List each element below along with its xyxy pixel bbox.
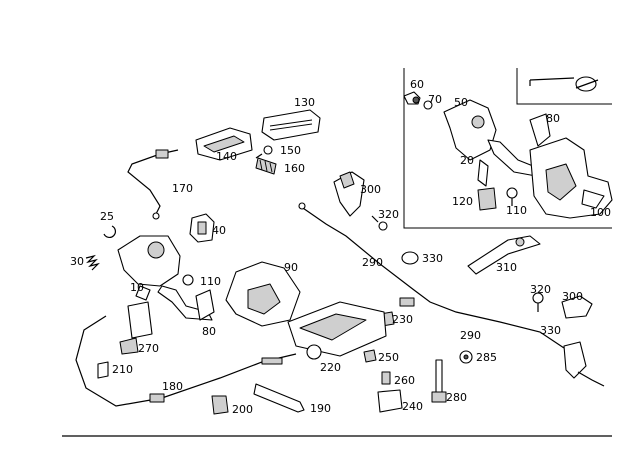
- part-30-spring: [85, 254, 100, 271]
- label-170: 170: [172, 182, 193, 195]
- part-25-clip: [103, 225, 116, 238]
- part-190-cable-tie: [253, 383, 305, 413]
- label-60: 60: [410, 78, 424, 91]
- part-labels: 130 140 150 160 170 25 40 30 110 10 80 9…: [70, 78, 611, 416]
- label-90: 90: [284, 261, 298, 274]
- inset-part-100-assembly: [529, 137, 613, 219]
- part-40-bracket: [189, 213, 215, 243]
- label-280: 280: [446, 391, 467, 404]
- part-210-clip: [97, 361, 109, 379]
- part-300-guide: [333, 171, 365, 217]
- inset-part-60-bolt: [403, 91, 421, 105]
- label-110: 110: [200, 275, 221, 288]
- part-250-nut: [363, 349, 377, 363]
- label-120: 120: [452, 195, 473, 208]
- part-150-screw: [255, 145, 273, 159]
- part-160-spring-bolt: [255, 157, 277, 175]
- part-300-right-guide: [561, 295, 593, 319]
- label-140: 140: [216, 150, 237, 163]
- label-50: 50: [454, 96, 468, 109]
- label-80-inset: 80: [546, 112, 560, 125]
- part-130-handle: [261, 109, 321, 141]
- label-180: 180: [162, 380, 183, 393]
- label-160: 160: [284, 162, 305, 175]
- label-150: 150: [280, 144, 301, 157]
- part-240-bracket: [377, 389, 403, 413]
- part-80-gasket: [195, 289, 215, 321]
- inset-part-70-washer: [423, 100, 433, 110]
- label-200: 200: [232, 403, 253, 416]
- inset-part-50-lever: [443, 99, 497, 161]
- inset-part-110-screw: [506, 187, 518, 206]
- label-80: 80: [202, 325, 216, 338]
- part-310-lever: [467, 235, 541, 275]
- label-330: 330: [422, 252, 443, 265]
- part-330-bushing: [401, 251, 419, 265]
- inset-part-120-clip: [477, 187, 497, 211]
- label-240: 240: [402, 400, 423, 413]
- label-320-right: 320: [530, 283, 551, 296]
- part-170-cable-end: [127, 149, 179, 220]
- part-200-clamp: [211, 395, 229, 415]
- label-210: 210: [112, 363, 133, 376]
- part-140-switch: [195, 127, 253, 161]
- detail-inset-frame: [403, 68, 612, 229]
- label-290: 290: [362, 256, 383, 269]
- label-100: 100: [590, 206, 611, 219]
- part-90-housing: [225, 261, 301, 327]
- part-330-right-bracket: [563, 341, 605, 387]
- label-110-inset: 110: [506, 204, 527, 217]
- part-290-intermediate-cable: [298, 202, 565, 349]
- label-290-right: 290: [460, 329, 481, 342]
- label-220: 220: [320, 361, 341, 374]
- label-270: 270: [138, 342, 159, 355]
- label-20: 20: [460, 154, 474, 167]
- part-10-pedal-assembly: [117, 235, 213, 321]
- part-180-front-cable: [75, 315, 297, 407]
- label-70: 70: [428, 93, 442, 106]
- label-130: 130: [294, 96, 315, 109]
- part-270-bracket: [119, 301, 153, 355]
- part-320-screw: [371, 215, 388, 231]
- part-280-rod: [431, 359, 447, 403]
- label-310: 310: [496, 261, 517, 274]
- part-110-nut: [182, 274, 194, 286]
- label-25: 25: [100, 210, 114, 223]
- label-10: 10: [130, 281, 144, 294]
- part-285-washer: [459, 350, 473, 364]
- label-250: 250: [378, 351, 399, 364]
- part-220-base-plate: [287, 301, 387, 360]
- part-260-sleeve: [381, 371, 391, 385]
- label-30: 30: [70, 255, 84, 268]
- label-300-right: 300: [562, 290, 583, 303]
- label-300: 300: [360, 183, 381, 196]
- label-320: 320: [378, 208, 399, 221]
- label-330-right: 330: [540, 324, 561, 337]
- label-260: 260: [394, 374, 415, 387]
- label-40: 40: [212, 224, 226, 237]
- label-190: 190: [310, 402, 331, 415]
- part-320-right-screw: [532, 292, 544, 312]
- label-285: 285: [476, 351, 497, 364]
- label-230: 230: [392, 313, 413, 326]
- inset-part-80-gasket: [529, 113, 551, 147]
